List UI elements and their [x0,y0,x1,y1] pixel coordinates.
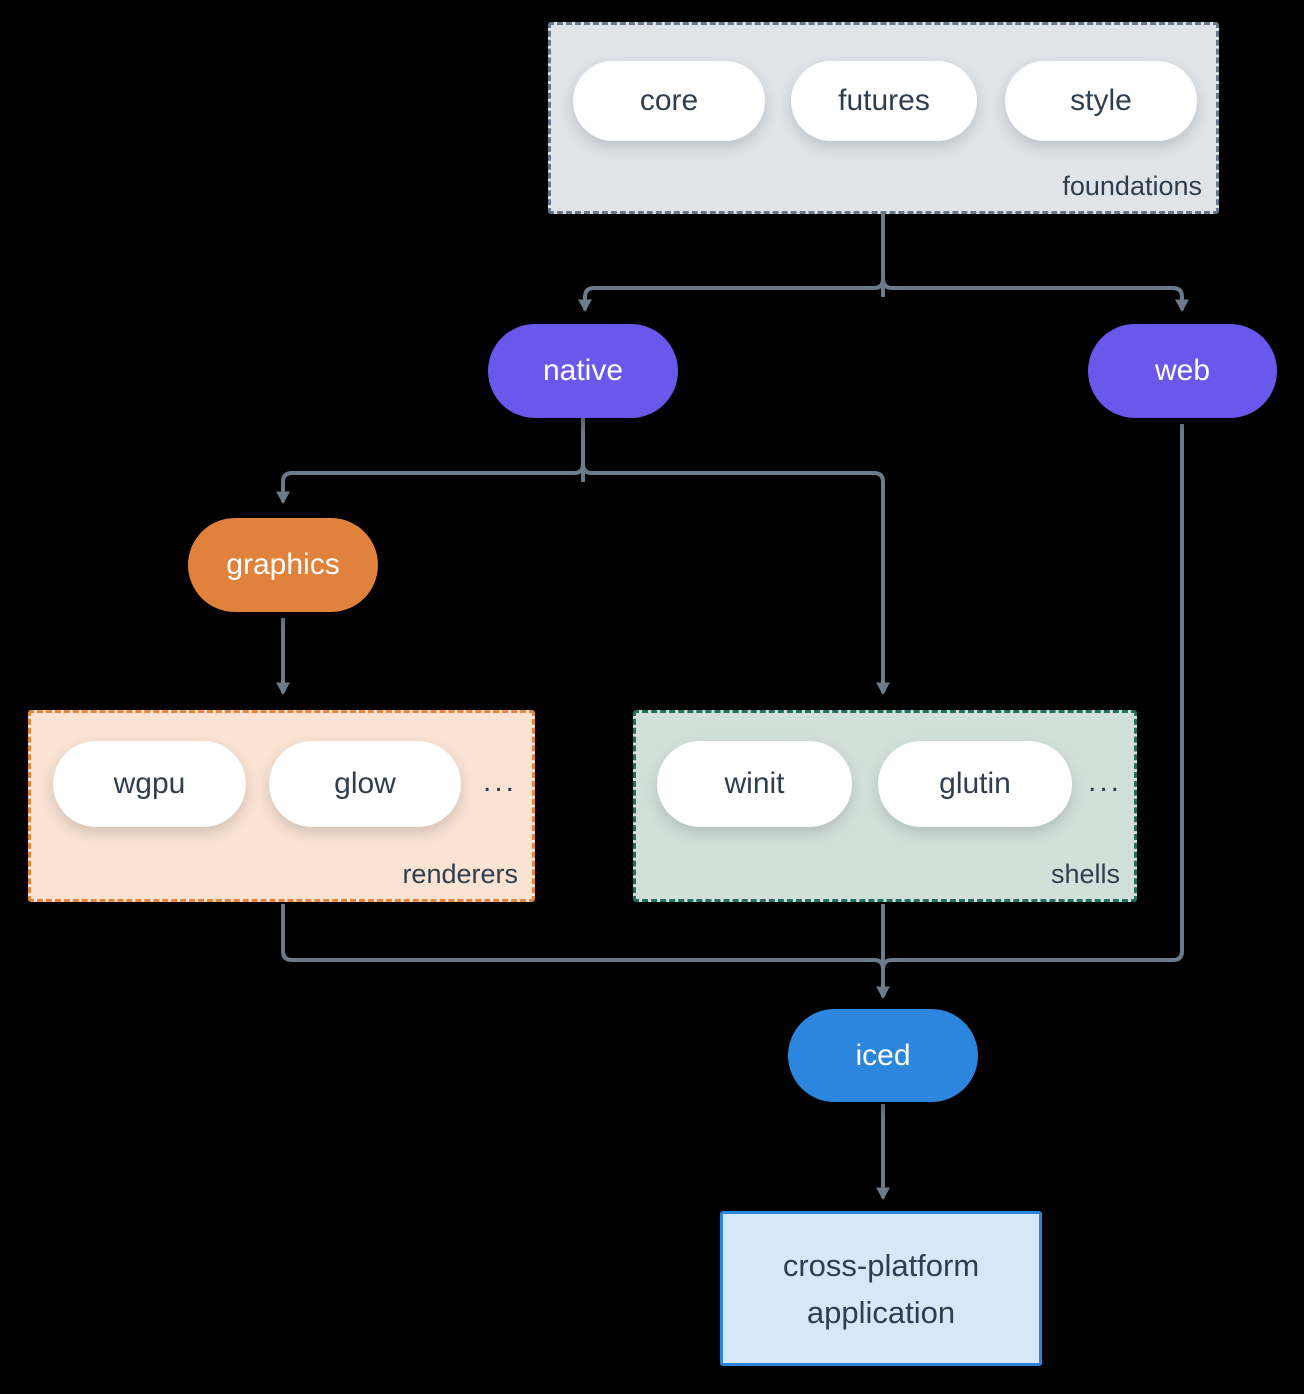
node-iced: iced [788,1009,978,1102]
group-shells: winit glutin ... shells [633,710,1137,902]
shells-more-ellipsis: ... [1088,765,1123,798]
group-renderers: wgpu glow ... renderers [28,710,535,902]
arrow-foundations-native [578,214,885,312]
node-glow: glow [269,741,461,827]
arrow-renderers-merge [281,904,885,970]
node-cross-platform-application: cross-platform application [720,1211,1042,1366]
node-web: web [1088,324,1277,418]
group-label-foundations: foundations [1062,171,1202,201]
node-winit: winit [657,741,852,827]
node-futures: futures [791,61,977,141]
arrow-native-shells [581,418,890,695]
node-style: style [1005,61,1197,141]
group-label-renderers: renderers [402,859,518,889]
group-foundations: core futures style foundations [548,22,1219,214]
node-wgpu: wgpu [53,741,246,827]
group-label-shells: shells [1050,859,1120,889]
node-glutin: glutin [878,741,1072,827]
node-graphics: graphics [188,518,378,612]
arrow-foundations-web [881,214,1189,312]
renderers-more-ellipsis: ... [483,765,518,798]
node-native: native [488,324,678,418]
node-core: core [573,61,765,141]
arrow-native-graphics [276,418,585,504]
